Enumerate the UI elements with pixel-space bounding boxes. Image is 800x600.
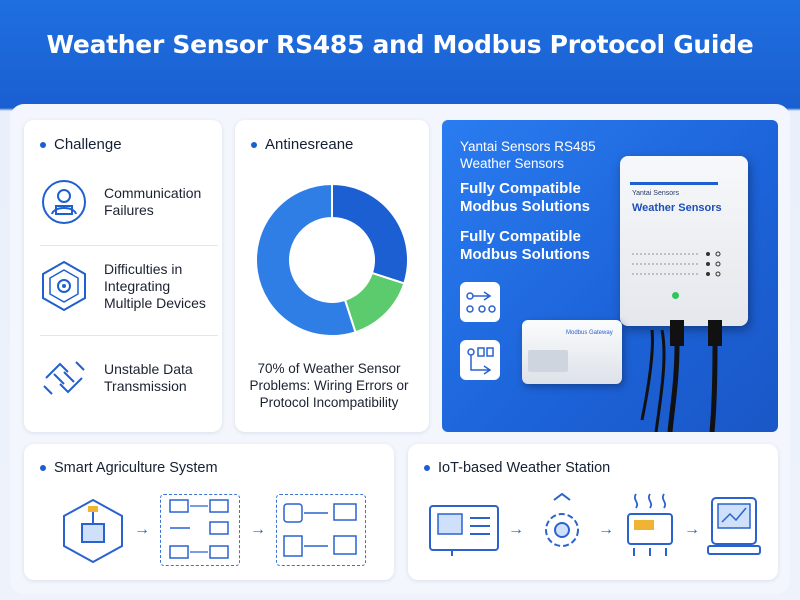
integration-target-icon xyxy=(42,260,86,312)
gear-processing-icon xyxy=(545,492,579,547)
challenge-item-integration: Difficulties in Integrating Multiple Dev… xyxy=(40,260,218,312)
smart-agriculture-card: Smart Agriculture System → → xyxy=(24,444,394,580)
divider xyxy=(40,335,218,336)
flow-arrow-icon: → xyxy=(598,521,614,538)
bullet-dot xyxy=(40,465,46,471)
page-title: Weather Sensor RS485 and Modbus Protocol… xyxy=(46,30,754,59)
data-terminal-icon xyxy=(707,497,761,555)
promo-headline-repeat: Fully Compatible Modbus Solutions xyxy=(460,228,590,263)
device-stripe xyxy=(630,182,718,185)
stats-card: Antinesreane 70% of Weather Sensor Probl… xyxy=(235,120,429,432)
protocol-diagram-icon xyxy=(460,340,500,380)
promo-card: Yantai Sensors RS485 Weather Sensors Ful… xyxy=(442,120,778,432)
challenge-item-communication: Communication Failures xyxy=(40,178,218,226)
flow-output-group xyxy=(276,494,366,566)
device-indicator-rows xyxy=(632,251,721,277)
challenge-item-unstable: Unstable Data Transmission xyxy=(40,354,218,402)
flow-arrow-icon: → xyxy=(508,521,524,538)
flow-process-icons xyxy=(169,499,229,559)
promo-headline: Fully Compatible Modbus Solutions xyxy=(460,180,590,215)
gateway-label: Modbus Gateway xyxy=(566,330,613,336)
device-brand-label: Weather Sensors xyxy=(632,202,722,214)
iot-weather-station-heading-text: IoT-based Weather Station xyxy=(438,460,611,476)
challenge-heading: Challenge xyxy=(40,136,122,153)
flow-arrow-icon: → xyxy=(134,521,150,538)
bullet-dot xyxy=(424,465,430,471)
donut-caption: 70% of Weather Sensor Problems: Wiring E… xyxy=(249,361,409,410)
promo-product-line: Yantai Sensors RS485 Weather Sensors xyxy=(460,139,596,171)
challenge-card: Challenge Communication Failures Difficu… xyxy=(24,120,222,432)
stats-heading-text: Antinesreane xyxy=(265,136,354,153)
flow-arrow-icon: → xyxy=(250,521,266,538)
device-maker-label: Yantai Sensors xyxy=(632,190,679,197)
modbus-gateway-device: Modbus Gateway xyxy=(522,320,622,384)
donut-slice xyxy=(331,182,409,285)
smart-agriculture-heading-text: Smart Agriculture System xyxy=(54,460,218,476)
stats-heading: Antinesreane xyxy=(251,136,353,153)
challenge-heading-text: Challenge xyxy=(54,136,122,153)
weather-sensor-device: Yantai Sensors Weather Sensors xyxy=(620,156,748,326)
smart-agriculture-heading: Smart Agriculture System xyxy=(40,460,218,476)
flow-output-icons xyxy=(283,503,357,557)
challenge-item-label: Communication Failures xyxy=(104,185,202,218)
monitor-dashboard-icon xyxy=(429,505,499,556)
challenge-item-label: Unstable Data Transmission xyxy=(104,361,193,394)
donut-slice xyxy=(255,182,357,337)
bullet-dot xyxy=(251,141,257,148)
status-led xyxy=(672,292,679,299)
divider xyxy=(40,245,218,246)
wiring-diagram-icon xyxy=(460,282,500,322)
donut-slice xyxy=(343,271,406,334)
gateway-terminal-block xyxy=(528,350,568,372)
iot-weather-station-heading: IoT-based Weather Station xyxy=(424,460,610,476)
bullet-dot xyxy=(40,141,46,148)
donut-chart xyxy=(255,182,409,337)
user-support-icon xyxy=(42,180,86,224)
challenge-item-label: Difficulties in Integrating Multiple Dev… xyxy=(104,260,206,311)
flow-process-group xyxy=(160,494,240,566)
broken-link-icon xyxy=(43,361,85,395)
flow-arrow-icon: → xyxy=(684,521,700,538)
sensor-heater-icon xyxy=(627,493,673,556)
farm-sensor-icon xyxy=(63,498,123,564)
iot-weather-station-card: IoT-based Weather Station → → → xyxy=(408,444,778,580)
